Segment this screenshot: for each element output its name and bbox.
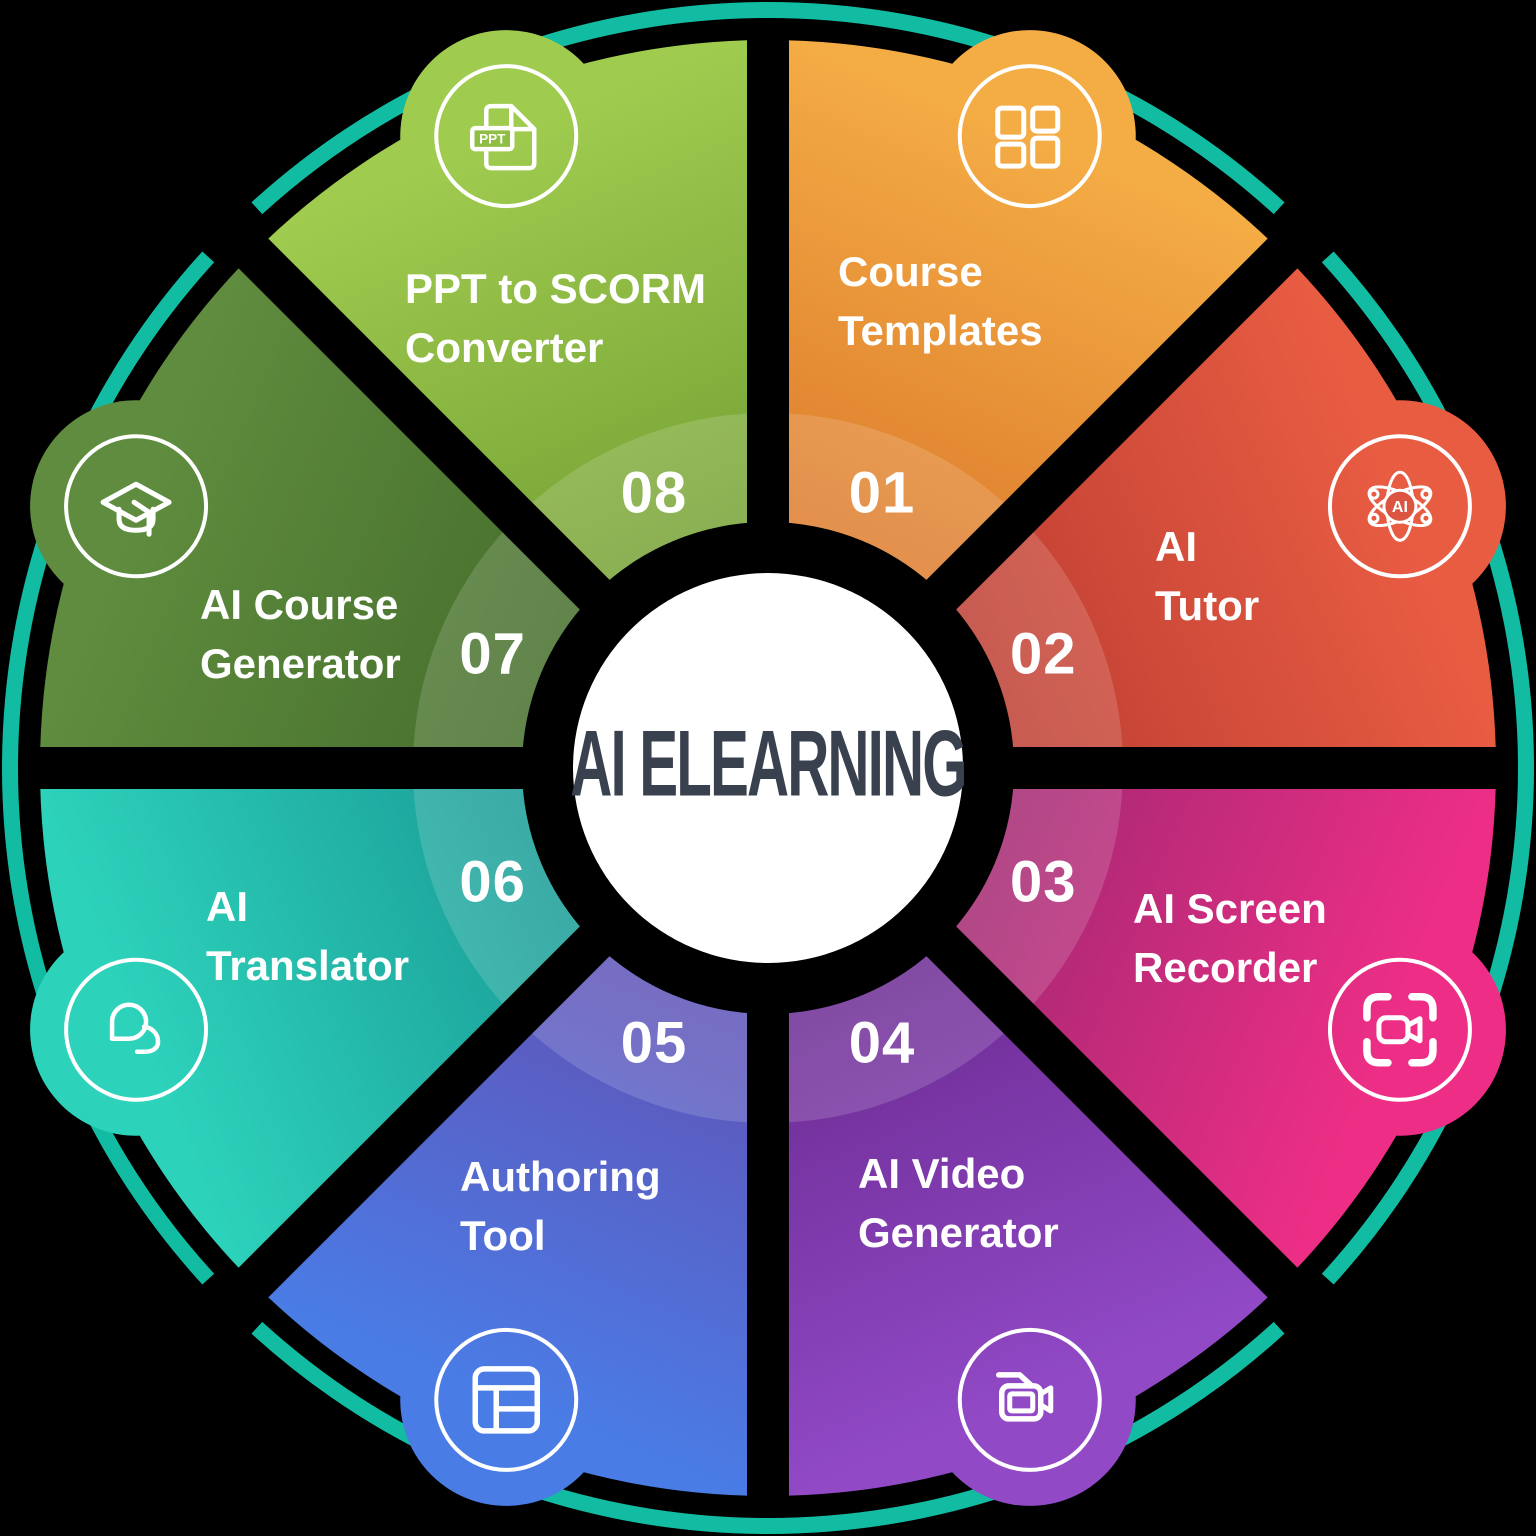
icon-circle-03: [1327, 957, 1472, 1102]
segment-icon-bump-05: [400, 1293, 613, 1506]
icon-circle-08: [434, 64, 579, 209]
teal-ring-arc: [251, 2, 1285, 215]
segment-petal-03: [941, 768, 1496, 1283]
icon-circle-04: [957, 1327, 1102, 1472]
icon-circle-01: [957, 64, 1102, 209]
segment-petal-05: [253, 941, 768, 1496]
segment-icon-bump-06: [30, 923, 243, 1136]
teal-ring-arc: [2, 251, 215, 1285]
segment-petal-08: [253, 40, 768, 595]
center-circle: [573, 573, 963, 963]
teal-ring-arc: [251, 1321, 1285, 1534]
segment-icon-bump-03: [1293, 923, 1506, 1136]
segment-icon-bump-04: [923, 1293, 1136, 1506]
segment-icon-bump-01: [923, 30, 1136, 243]
segment-petal-06: [40, 768, 595, 1283]
icon-circle-06: [64, 957, 209, 1102]
segment-petal-04: [768, 941, 1283, 1496]
teal-ring-arc: [1321, 251, 1534, 1285]
segment-icons: [64, 64, 1472, 1472]
segment-petals: [30, 30, 1506, 1506]
segment-petal-02: [941, 253, 1496, 768]
icon-circle-02: [1327, 434, 1472, 579]
segment-petal-01: [768, 40, 1283, 595]
icon-circle-05: [434, 1327, 579, 1472]
segment-petal-07: [40, 253, 595, 768]
icon-circle-07: [64, 434, 209, 579]
